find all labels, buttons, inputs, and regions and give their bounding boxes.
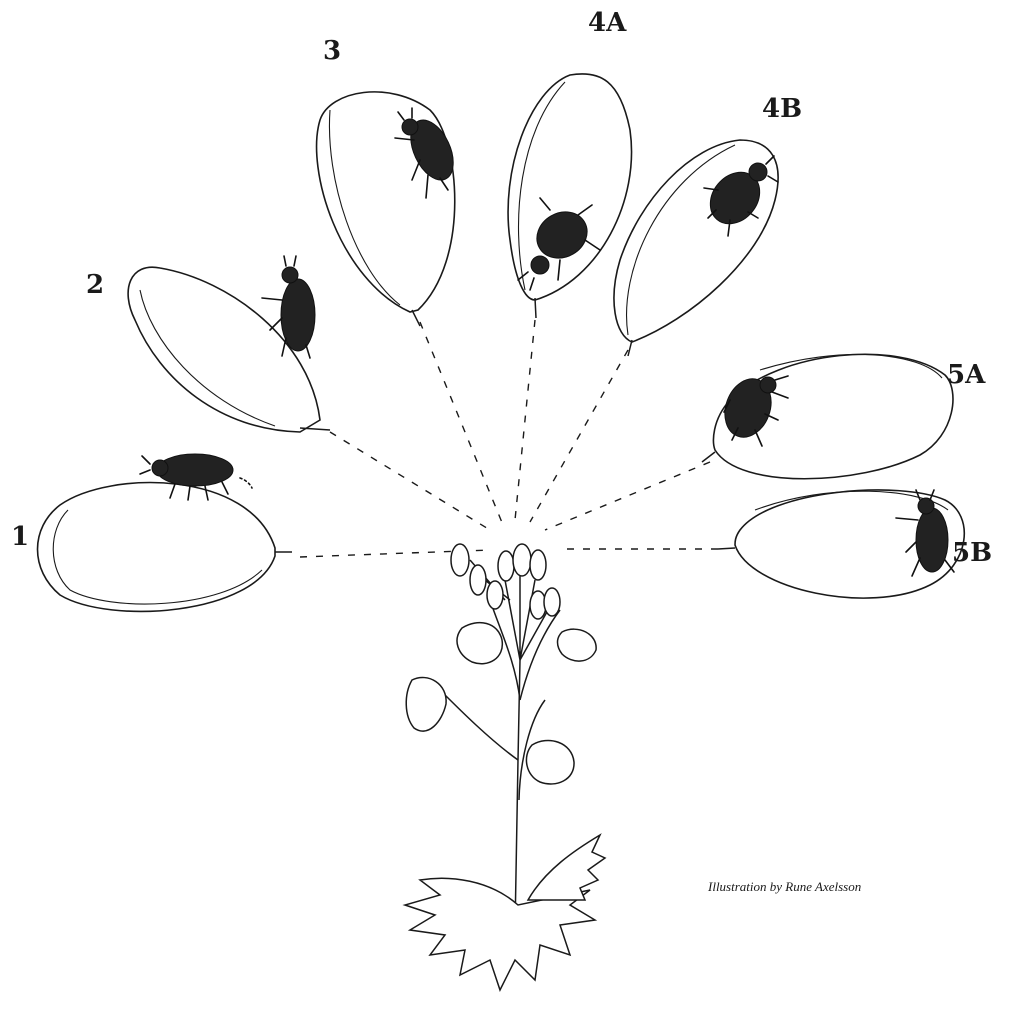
seed-pod-1 [38, 483, 293, 612]
connector-4a [515, 320, 535, 520]
illustration-credit: Illustration by Rune Axelsson [708, 879, 861, 895]
connector-4b [530, 350, 628, 522]
label-stage-4a: 4A [588, 10, 626, 36]
label-stage-5b: 5B [952, 540, 992, 566]
connector-2 [330, 432, 490, 530]
connector-3 [420, 322, 503, 525]
label-stage-5a: 5A [947, 362, 985, 388]
seed-pod-4a [508, 74, 631, 318]
label-stage-1: 1 [11, 524, 29, 550]
label-stage-2: 2 [86, 272, 104, 298]
rapeseed-plant [405, 544, 605, 990]
connector-lines [300, 320, 718, 557]
label-stage-3: 3 [323, 38, 341, 64]
connector-5a [545, 462, 710, 530]
label-stage-4b: 4B [762, 96, 802, 122]
